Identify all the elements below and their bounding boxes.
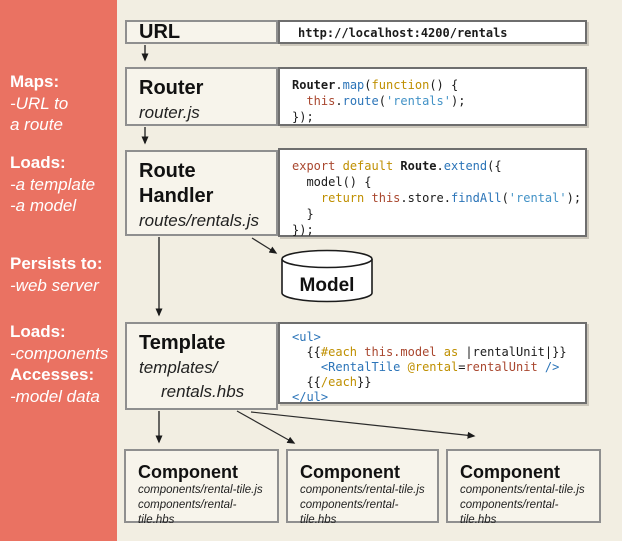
- sidebar-block-loads-template: Loads: -components Accesses: -model data: [10, 321, 114, 407]
- code-line: <ul>: [292, 330, 321, 344]
- sidebar-line: -web server: [10, 275, 99, 295]
- code-line: });: [292, 223, 314, 237]
- url-code-box: http://localhost:4200/rentals: [278, 20, 587, 44]
- component-file-hbs: components/rental-tile.hbs: [460, 499, 559, 526]
- code-line: {{#each this.model as |rentalUnit|}}: [292, 345, 567, 359]
- database-cylinder-icon: [281, 249, 373, 303]
- component-file-js: components/rental-tile.js: [300, 484, 425, 496]
- route-handler-node: Route Handler routes/rentals.js: [125, 150, 278, 236]
- url-node-title: URL: [139, 21, 181, 43]
- sidebar-heading: Accesses:: [10, 365, 95, 384]
- sidebar-heading: Loads:: [10, 322, 66, 341]
- sidebar-line: -model data: [10, 386, 100, 406]
- router-node: Router router.js: [125, 67, 278, 126]
- model-node: Model: [280, 248, 374, 304]
- code-line: export default Route.extend({: [292, 159, 502, 173]
- component-file-hbs: components/rental-tile.hbs: [300, 499, 399, 526]
- sidebar-heading: Maps:: [10, 72, 60, 91]
- sidebar-line: -a model: [10, 196, 77, 215]
- component-node-2: Component components/rental-tile.js comp…: [286, 449, 439, 526]
- code-line: model() {: [292, 175, 372, 189]
- arrow-template-to-component-2: [236, 410, 296, 444]
- component-node-3: Component components/rental-tile.js comp…: [446, 449, 601, 526]
- arrow-route-handler-to-model: [251, 237, 278, 254]
- model-node-label: Model: [299, 275, 355, 296]
- code-line: }: [292, 207, 314, 221]
- url-node: URL: [125, 20, 278, 44]
- component-title: Component: [300, 462, 400, 482]
- arrow-template-to-component-3: [250, 411, 476, 439]
- code-line: <RentalTile @rental=rentalUnit />: [320, 360, 560, 374]
- component-file-js: components/rental-tile.js: [138, 484, 263, 496]
- route-handler-title-line2: Handler: [139, 185, 214, 207]
- route-handler-subtitle: routes/rentals.js: [139, 211, 259, 230]
- template-code-box: <ul> {{#each this.model as |rentalUnit|}…: [278, 322, 587, 404]
- template-node: Template templates/ rentals.hbs: [125, 322, 278, 410]
- code-line: http://localhost:4200/rentals: [298, 26, 508, 40]
- component-title: Component: [138, 462, 238, 482]
- template-node-title: Template: [139, 332, 226, 354]
- sidebar-heading: Loads:: [10, 153, 66, 172]
- component-file-js: components/rental-tile.js: [460, 484, 585, 496]
- template-node-subtitle2: rentals.hbs: [161, 382, 245, 401]
- sidebar-heading: Persists to:: [10, 254, 103, 273]
- template-node-subtitle1: templates/: [139, 358, 218, 377]
- sidebar-line: a route: [10, 115, 63, 134]
- component-file-hbs: components/rental-tile.hbs: [138, 499, 237, 526]
- code-line: {{/each}}: [292, 375, 372, 389]
- sidebar-line: -a template: [10, 174, 96, 194]
- sidebar: Maps: -URL to a route Loads: -a template…: [0, 0, 117, 541]
- component-title: Component: [460, 462, 560, 482]
- component-node-1: Component components/rental-tile.js comp…: [124, 449, 279, 526]
- route-handler-code-box: export default Route.extend({ model() { …: [278, 148, 587, 237]
- sidebar-line: -URL to: [10, 93, 69, 113]
- code-line: </ul>: [292, 390, 329, 404]
- sidebar-line: -components: [10, 343, 109, 363]
- route-handler-title-line1: Route: [139, 160, 196, 182]
- sidebar-block-persists: Persists to: -web server: [10, 253, 114, 296]
- code-line: this.route('rentals');: [306, 94, 466, 108]
- router-code-box: Router.map(function() { this.route('rent…: [278, 67, 587, 126]
- router-node-subtitle: router.js: [139, 103, 200, 122]
- sidebar-block-loads-route: Loads: -a template -a model: [10, 152, 114, 217]
- code-line: Router.map(function() {: [292, 78, 459, 92]
- code-line: });: [292, 110, 314, 124]
- code-line: return this.store.findAll('rental');: [320, 191, 582, 205]
- router-node-title: Router: [139, 77, 204, 99]
- sidebar-block-maps: Maps: -URL to a route: [10, 71, 114, 136]
